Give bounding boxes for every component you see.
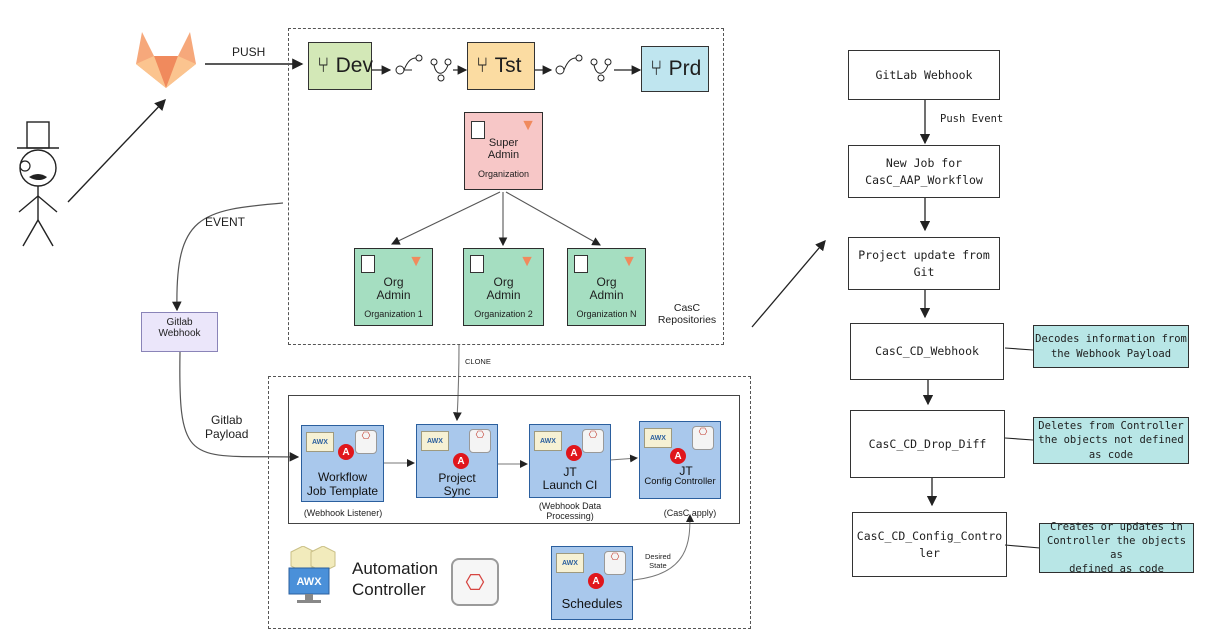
awx-icon: AWX <box>421 431 449 451</box>
automation-controller-frame <box>268 376 751 629</box>
env-tst: ⑂Tst <box>467 42 535 90</box>
desired-state-label: Desired State <box>645 552 671 570</box>
env-dev-label: Dev <box>335 54 373 77</box>
flow-step-gitlab-webhook: GitLab Webhook <box>848 50 1000 100</box>
org-admin-line2: Admin <box>589 288 624 302</box>
card-caption: (CasC apply) <box>663 508 717 518</box>
org-admin-org: Organization N <box>576 309 637 319</box>
org-admin-org: Organization 2 <box>474 309 533 319</box>
schedules-label: Schedules <box>561 596 623 611</box>
super-admin-line1: Super <box>488 137 519 149</box>
note-deletes: Deletes from Controller the objects not … <box>1033 417 1189 464</box>
controller-logo-icon: ⎔ <box>451 558 499 606</box>
branch-icon: ⑂ <box>650 57 663 80</box>
document-icon <box>470 255 484 273</box>
jt-launch-ci-card: AWX ⎔ A JT Launch CI <box>529 424 611 498</box>
controller-icon: ⎔ <box>355 430 377 454</box>
gitlab-webhook-box: Gitlab Webhook <box>141 312 218 352</box>
card-line2: Job Template <box>306 484 379 498</box>
ansible-icon: A <box>566 445 582 461</box>
controller-icon: ⎔ <box>582 429 604 453</box>
card-line2: Sync <box>443 484 471 498</box>
gitlab-payload-label: Gitlab Payload <box>205 413 249 441</box>
card-line2: Config Controller <box>644 476 716 487</box>
gitlab-icon: ▼ <box>520 117 536 134</box>
org-admin-org: Organization 1 <box>364 309 423 319</box>
document-icon <box>574 255 588 273</box>
awx-icon: AWX <box>534 431 562 451</box>
org-admin-line1: Org <box>383 275 404 289</box>
awx-logo-icon: AWX <box>288 546 336 603</box>
card-line1: JT <box>679 464 693 478</box>
ansible-icon: A <box>338 444 354 460</box>
user-figure <box>17 121 59 247</box>
flow-step-new-job: New Job for CasC_AAP_Workflow <box>848 145 1000 198</box>
card-line1: JT <box>563 465 577 479</box>
flow-step-project-update: Project update from Git <box>848 237 1000 290</box>
ansible-icon: A <box>453 453 469 469</box>
svg-text:AWX: AWX <box>296 576 322 588</box>
jt-config-controller-card: AWX ⎔ A JT Config Controller <box>639 421 721 499</box>
org-admin-line2: Admin <box>486 288 521 302</box>
super-admin-repo: ▼ Super Admin Organization <box>464 112 543 190</box>
branch-icon: ⑂ <box>476 54 489 77</box>
gitlab-logo-icon <box>136 32 196 88</box>
card-line1: Project <box>438 471 476 485</box>
env-tst-label: Tst <box>494 54 522 77</box>
git-commit-icon <box>555 54 612 82</box>
note-decodes: Decodes information from the Webhook Pay… <box>1033 325 1189 368</box>
org-admin-line1: Org <box>493 275 514 289</box>
push-label: PUSH <box>232 45 266 59</box>
controller-icon: ⎔ <box>469 429 491 453</box>
flow-step-casc-cd-webhook: CasC_CD_Webhook <box>850 323 1004 380</box>
org-admin-repo-1: ▼ Org Admin Organization 1 <box>354 248 433 326</box>
push-event-label: Push Event <box>940 113 1004 125</box>
ansible-icon: A <box>670 448 686 464</box>
schedules-card: AWX ⎔ A Schedules <box>551 546 633 620</box>
org-admin-repo-2: ▼ Org Admin Organization 2 <box>463 248 544 326</box>
project-sync-card: AWX ⎔ A Project Sync <box>416 424 498 498</box>
note-creates: Creates or updates in Controller the obj… <box>1039 521 1194 575</box>
card-caption: (Webhook Data Processing) <box>538 501 602 521</box>
gitlab-icon: ▼ <box>621 253 637 270</box>
controller-icon: ⎔ <box>692 426 714 450</box>
card-line2: Launch CI <box>542 478 598 492</box>
card-caption: (Webhook Listener) <box>303 508 383 518</box>
clone-label: CLONE <box>465 357 491 366</box>
org-admin-line2: Admin <box>376 288 411 302</box>
flow-step-casc-cd-drop-diff: CasC_CD_Drop_Diff <box>850 410 1005 478</box>
awx-icon: AWX <box>306 432 334 452</box>
gitlab-icon: ▼ <box>408 253 424 270</box>
automation-controller-title: Automation Controller <box>352 559 438 600</box>
gitlab-icon: ▼ <box>519 253 535 270</box>
event-label: EVENT <box>205 215 246 229</box>
awx-icon: AWX <box>556 553 584 573</box>
org-admin-line1: Org <box>596 275 617 289</box>
casc-repositories-caption: CasC Repositories <box>657 302 717 326</box>
workflow-job-template-card: AWX ⎔ A Workflow Job Template <box>301 425 384 502</box>
flow-step-casc-cd-config-controller: CasC_CD_Config_Contro ler <box>852 512 1007 577</box>
env-prd-label: Prd <box>668 57 702 80</box>
super-admin-org: Organization <box>477 169 530 179</box>
env-prd: ⑂Prd <box>641 46 709 92</box>
git-commit-icon <box>395 54 452 82</box>
document-icon <box>361 255 375 273</box>
super-admin-line2: Admin <box>487 149 520 161</box>
awx-icon: AWX <box>644 428 672 448</box>
branch-icon: ⑂ <box>317 54 330 77</box>
ansible-icon: A <box>588 573 604 589</box>
env-dev: ⑂Dev <box>308 42 373 90</box>
card-line1: Workflow <box>317 470 368 484</box>
casc-repositories-frame <box>288 28 724 345</box>
controller-icon: ⎔ <box>604 551 626 575</box>
document-icon <box>471 121 485 139</box>
pipeline-frame <box>288 395 740 524</box>
org-admin-repo-n: ▼ Org Admin Organization N <box>567 248 646 326</box>
